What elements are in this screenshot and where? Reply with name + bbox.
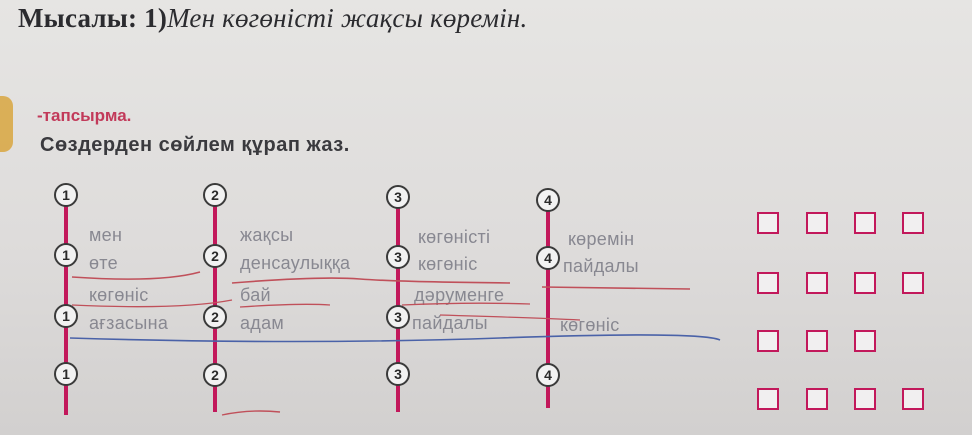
answer-box[interactable]	[757, 330, 779, 352]
word-cell: көремін	[568, 229, 635, 249]
word-cell: пайдалы	[563, 256, 639, 276]
answer-box[interactable]	[757, 212, 779, 234]
word-cell: дәруменге	[414, 285, 505, 305]
answer-box[interactable]	[806, 212, 828, 234]
number-badge: 3	[386, 245, 410, 269]
number-badge: 3	[386, 305, 410, 329]
answer-box[interactable]	[757, 272, 779, 294]
example-label: Мысалы: 1)	[18, 3, 168, 33]
number-badge: 3	[386, 362, 410, 386]
word-cell: өте	[89, 253, 118, 273]
number-badge: 1	[54, 362, 78, 386]
example-sentence: Мысалы: 1)Мен көгөністі жақсы көремін.	[18, 3, 527, 34]
number-badge: 2	[203, 363, 227, 387]
answer-box[interactable]	[757, 388, 779, 410]
number-badge: 3	[386, 185, 410, 209]
word-cell: көгөніс	[560, 315, 620, 335]
number-badge: 2	[203, 183, 227, 207]
answer-box[interactable]	[854, 330, 876, 352]
number-badge: 2	[203, 244, 227, 268]
example-text: Мен көгөністі жақсы көремін.	[167, 3, 528, 33]
answer-box[interactable]	[902, 212, 924, 234]
word-cell: ағзасына	[89, 313, 169, 333]
answer-box[interactable]	[806, 330, 828, 352]
number-badge: 1	[54, 243, 78, 267]
number-badge: 4	[536, 363, 560, 387]
task-marker	[0, 96, 13, 152]
word-cell: бай	[240, 285, 271, 305]
answer-box[interactable]	[854, 388, 876, 410]
word-cell: жақсы	[240, 225, 294, 245]
answer-box[interactable]	[902, 272, 924, 294]
task-label: -тапсырма.	[37, 106, 132, 125]
number-badge: 1	[54, 304, 78, 328]
word-cell: мен	[89, 225, 123, 245]
word-cell: көгөністі	[418, 227, 491, 247]
number-badge: 4	[536, 188, 560, 212]
number-badge: 1	[54, 183, 78, 207]
number-badge: 2	[203, 305, 227, 329]
answer-box[interactable]	[902, 388, 924, 410]
answer-box[interactable]	[854, 272, 876, 294]
word-cell: денсаулыққа	[240, 253, 351, 273]
answer-box[interactable]	[854, 212, 876, 234]
task-instruction: Сөздерден сөйлем құрап жаз.	[40, 134, 350, 156]
word-cell: көгөніс	[89, 285, 149, 305]
word-cell: көгөніс	[418, 254, 478, 274]
answer-box[interactable]	[806, 272, 828, 294]
column-line-4	[546, 208, 550, 408]
answer-box[interactable]	[806, 388, 828, 410]
word-cell: пайдалы	[412, 313, 488, 333]
number-badge: 4	[536, 246, 560, 270]
word-cell: адам	[240, 313, 285, 333]
